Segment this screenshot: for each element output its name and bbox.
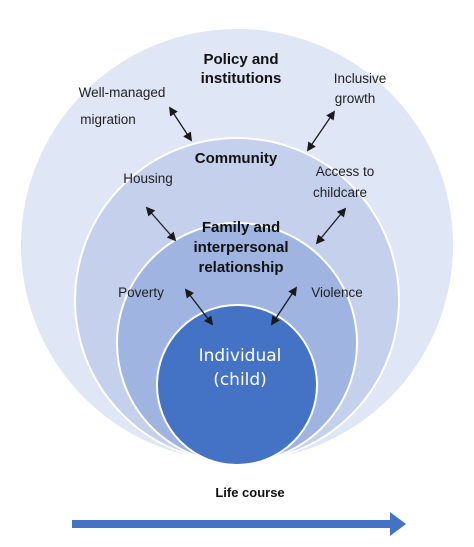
factor-inclusive-growth: Inclusive [334, 71, 387, 86]
policy-ring-title: Policy and [203, 51, 278, 68]
factor-well-managed-migration: migration [80, 112, 136, 127]
factor-access-to-childcare: childcare [313, 185, 367, 200]
factor-violence: Violence [311, 285, 363, 300]
arrow-growth-community [306, 110, 336, 152]
arrow-violence-individual [270, 286, 298, 326]
life-course-label: Life course [215, 485, 284, 500]
family-ring-title: relationship [198, 259, 283, 276]
factor-poverty: Poverty [118, 285, 164, 300]
arrow-childcare-family [315, 207, 347, 245]
individual-title: (child) [213, 370, 267, 390]
factor-access-to-childcare: Access to [316, 164, 375, 179]
family-ring-title: Family and [202, 219, 280, 236]
individual-circle [156, 304, 318, 466]
factor-inclusive-growth: growth [335, 91, 376, 106]
arrow-poverty-individual [184, 288, 214, 326]
arrow-migration-community [169, 106, 192, 142]
factor-housing: Housing [123, 171, 173, 186]
community-ring-title: Community [195, 150, 278, 167]
individual-title: Individual [199, 346, 282, 366]
family-ring-title: interpersonal [193, 239, 288, 256]
policy-ring-title: institutions [201, 70, 282, 87]
arrow-housing-family [145, 206, 177, 242]
life-course-arrow [72, 512, 406, 536]
factor-well-managed-migration: Well-managed [79, 85, 166, 100]
